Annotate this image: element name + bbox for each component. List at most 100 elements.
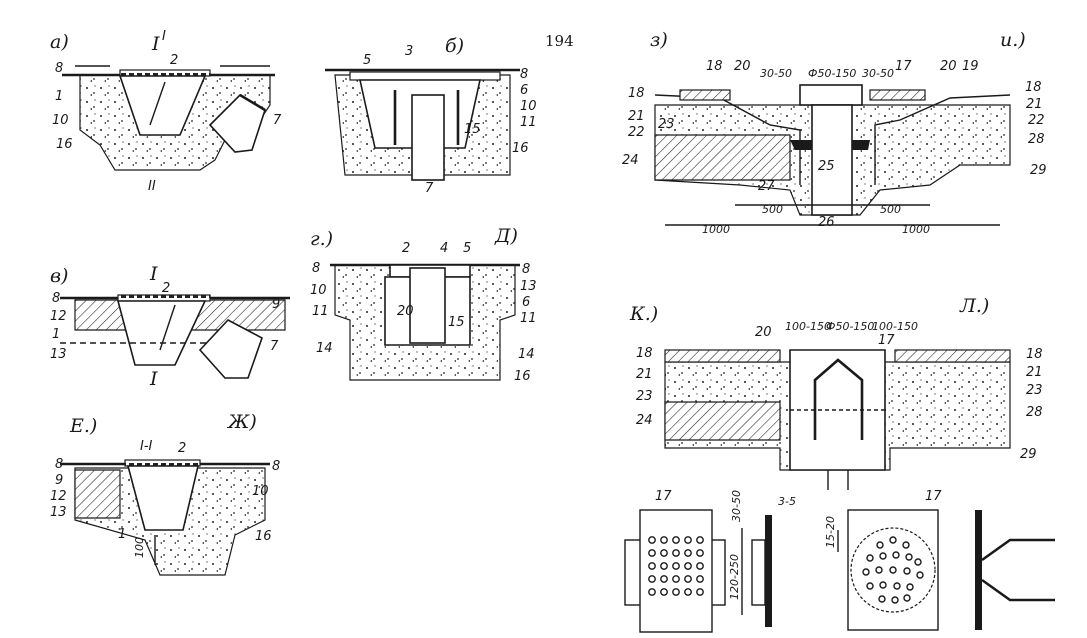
callout: 3 [405, 44, 413, 59]
callout: 21 [636, 367, 653, 382]
dim-label: 30-50 [862, 67, 894, 80]
panel-g-inner-pipe [409, 267, 446, 344]
callout: 15 [464, 122, 481, 137]
panel-i-grate [799, 84, 863, 106]
panel-a-title: a) [50, 31, 69, 53]
callout: 22 [628, 125, 645, 140]
panel-e-channel [126, 465, 200, 531]
panel-e-depth-dim: 100 [133, 537, 146, 558]
callout: 20 [397, 304, 414, 319]
panel-i-title: и.) [1000, 29, 1026, 51]
panel-e-grate [124, 459, 201, 467]
callout: 16 [255, 529, 272, 544]
panel-k-l: К.) Л.) 100-150 Ф50-150 100-150 18 21 23… [629, 295, 1043, 490]
panel-v-channel [116, 300, 207, 366]
panel-z-title: з) [650, 29, 668, 51]
panel-l-title: Л.) [959, 295, 989, 317]
callout: 18 [1025, 80, 1042, 95]
panel-zh-title: Ж) [226, 411, 257, 433]
panel-e: Е.) Ж) I-I 2 100 8 9 12 13 1 8 10 16 [50, 411, 280, 576]
callout: 4 [440, 241, 448, 256]
dim-label: 100-150 [785, 320, 831, 333]
panel-z-i: з) и.) 30-50 Ф50-150 30-50 500 500 1000 … [622, 29, 1047, 236]
callout: 27 [758, 179, 775, 194]
dim-label: 30-50 [760, 67, 792, 80]
callout: 23 [1026, 383, 1043, 398]
callout: 6 [520, 83, 528, 98]
panel-v-section-top: I [149, 263, 158, 285]
callout: 7 [425, 181, 434, 196]
callout: 9 [272, 297, 280, 312]
callout: 7 [270, 339, 279, 354]
callout: 8 [520, 67, 528, 82]
callout: 10 [310, 283, 327, 298]
callout: 1 [118, 527, 126, 542]
dim-label: 15-20 [824, 516, 837, 548]
callout: 20 [734, 59, 751, 74]
callout: 15 [448, 315, 465, 330]
callout: 18 [636, 346, 653, 361]
callout: 20 [755, 325, 772, 340]
panel-b: б) 5 3 8 6 10 11 15 16 7 [325, 35, 537, 196]
callout: 14 [518, 347, 535, 362]
callout: 11 [520, 115, 537, 130]
callout: 17 [655, 489, 672, 504]
callout: 9 [55, 473, 63, 488]
callout: 5 [463, 241, 471, 256]
panel-v-title: в) [50, 265, 68, 287]
panel-a-grate [119, 69, 211, 77]
callout: 7 [273, 113, 282, 128]
panel-a-channel [118, 75, 207, 136]
panel-a-section-sub: 2 [170, 53, 178, 68]
callout: 8 [52, 291, 60, 306]
panel-e-section-top: I-I [140, 439, 153, 454]
page-number: 194 [545, 32, 574, 50]
callout: 12 [50, 489, 67, 504]
callout: 17 [895, 59, 912, 74]
callout: 18 [628, 86, 645, 101]
callout: 13 [50, 347, 67, 362]
callout: 13 [520, 279, 537, 294]
callout: 29 [1030, 163, 1047, 178]
callout: 28 [1028, 132, 1045, 147]
callout: 21 [628, 109, 645, 124]
callout: 8 [272, 459, 280, 474]
callout: 24 [636, 413, 653, 428]
panel-b-drain-pipe [411, 94, 445, 181]
grate-detail-square: 17 120-250 30-50 3-5 [624, 489, 796, 633]
callout: 8 [522, 262, 530, 277]
callout: 14 [316, 341, 333, 356]
dim-label: 100-150 [872, 320, 918, 333]
panel-g-title: г.) [310, 228, 333, 250]
dim-label: 120-250 [728, 554, 741, 600]
panel-a-section-top: I [151, 33, 160, 55]
callout: 8 [55, 457, 63, 472]
panel-v-section-sub: 2 [162, 281, 170, 296]
callout: 10 [520, 99, 537, 114]
grate-holes [648, 536, 704, 596]
callout: 10 [252, 484, 269, 499]
callout: 18 [1026, 347, 1043, 362]
grate-detail-round: 17 15-20 [824, 489, 1055, 631]
panel-a-outlet-pipe [208, 93, 266, 153]
panel-b-title: б) [445, 35, 464, 57]
callout: 12 [50, 309, 67, 324]
callout: 10 [52, 113, 69, 128]
dim-label: 1000 [702, 223, 730, 236]
dim-label: Ф50-150 [808, 67, 856, 80]
callout: 19 [962, 59, 979, 74]
panel-a: a) I I 2 II 8 1 10 16 7 [50, 29, 282, 194]
callout: 11 [312, 304, 329, 319]
panel-a-section-sup: I [162, 29, 166, 44]
dim-label: 1000 [902, 223, 930, 236]
panel-e-section-sub: 2 [178, 441, 186, 456]
round-grate-holes [862, 536, 924, 604]
callout: 2 [402, 241, 410, 256]
callout: 21 [1026, 365, 1043, 380]
callout: 29 [1020, 447, 1037, 462]
callout: 8 [55, 61, 63, 76]
panel-g: г.) Д) 2 4 5 8 10 11 20 15 14 8 13 6 11 … [310, 225, 537, 384]
callout: 17 [925, 489, 942, 504]
panel-i-tile-right [869, 89, 926, 101]
panel-v: в) I 2 I 8 12 1 13 9 7 [50, 263, 290, 390]
